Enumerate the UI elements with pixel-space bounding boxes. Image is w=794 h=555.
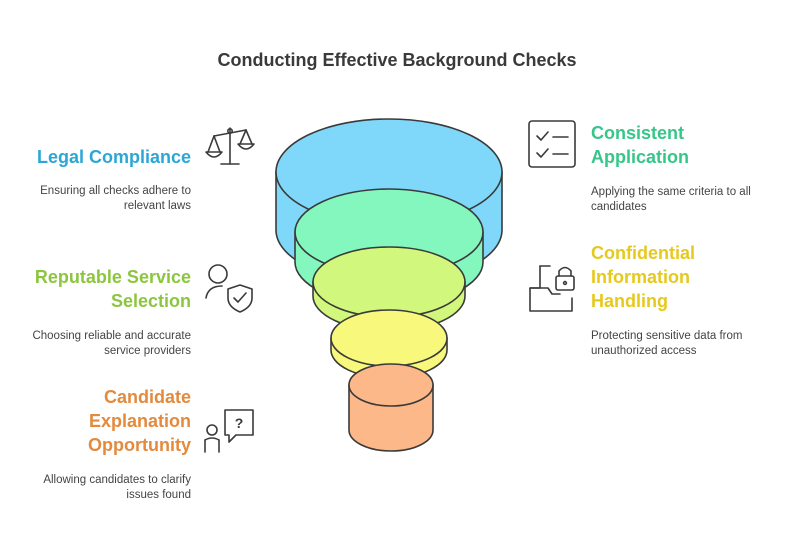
candidate-explanation-desc-line1: Allowing candidates to clarify	[43, 474, 191, 486]
reputable-service-desc-line1: Choosing reliable and accurate	[32, 330, 191, 342]
legal-compliance-desc-line1: Ensuring all checks adhere to	[40, 185, 191, 197]
candidate-explanation-desc-line2: issues found	[126, 489, 191, 501]
diagram-title: Conducting Effective Background Checks	[217, 50, 577, 70]
funnel-layer-top	[348, 363, 434, 407]
candidate-explanation-heading-line2: Explanation	[88, 411, 191, 431]
funnel-layer-5	[348, 363, 434, 452]
confidential-information-heading-line1: Confidential	[591, 243, 695, 263]
confidential-information-desc-line1: Protecting sensitive data from	[591, 330, 743, 342]
legal-compliance-desc-line2: relevant laws	[123, 200, 191, 212]
consistent-application-desc-line2: candidates	[591, 201, 647, 213]
legal-compliance-heading-text: Legal Compliance	[36, 147, 191, 167]
consistent-application-desc: Applying the same criteria to all candid…	[591, 185, 751, 215]
candidate-explanation-heading: Candidate Explanation Opportunity	[88, 385, 191, 457]
confidential-information-heading: Confidential Information Handling	[591, 241, 695, 313]
funnel-layer-4	[330, 309, 448, 379]
confidential-information-heading-line2: Information	[591, 267, 690, 287]
funnel-layer-top	[312, 246, 466, 318]
consistent-application-heading-line2: Application	[591, 147, 689, 167]
consistent-application-desc-line1: Applying the same criteria to all	[591, 186, 751, 198]
confidential-information-heading-line3: Handling	[591, 291, 668, 311]
confidential-information-desc-line2: unauthorized access	[591, 345, 697, 357]
reputable-service-desc-line2: service providers	[104, 345, 191, 357]
funnel-layer-top	[330, 309, 448, 367]
reputable-service-heading-line1: Reputable Service	[34, 267, 191, 287]
reputable-service-heading: Reputable Service Selection	[35, 265, 191, 313]
confidential-information-desc: Protecting sensitive data from unauthori…	[591, 329, 743, 359]
reputable-service-heading-line2: Selection	[110, 291, 191, 311]
legal-compliance-desc: Ensuring all checks adhere to relevant l…	[40, 184, 191, 214]
candidate-explanation-desc: Allowing candidates to clarify issues fo…	[43, 473, 191, 503]
legal-compliance-heading: Legal Compliance	[37, 145, 191, 169]
candidate-explanation-heading-line3: Opportunity	[88, 435, 191, 455]
consistent-application-heading-line1: Consistent	[591, 123, 685, 143]
candidate-explanation-heading-line1: Candidate	[103, 387, 191, 407]
consistent-application-heading: Consistent Application	[591, 121, 689, 169]
reputable-service-desc: Choosing reliable and accurate service p…	[32, 329, 191, 359]
